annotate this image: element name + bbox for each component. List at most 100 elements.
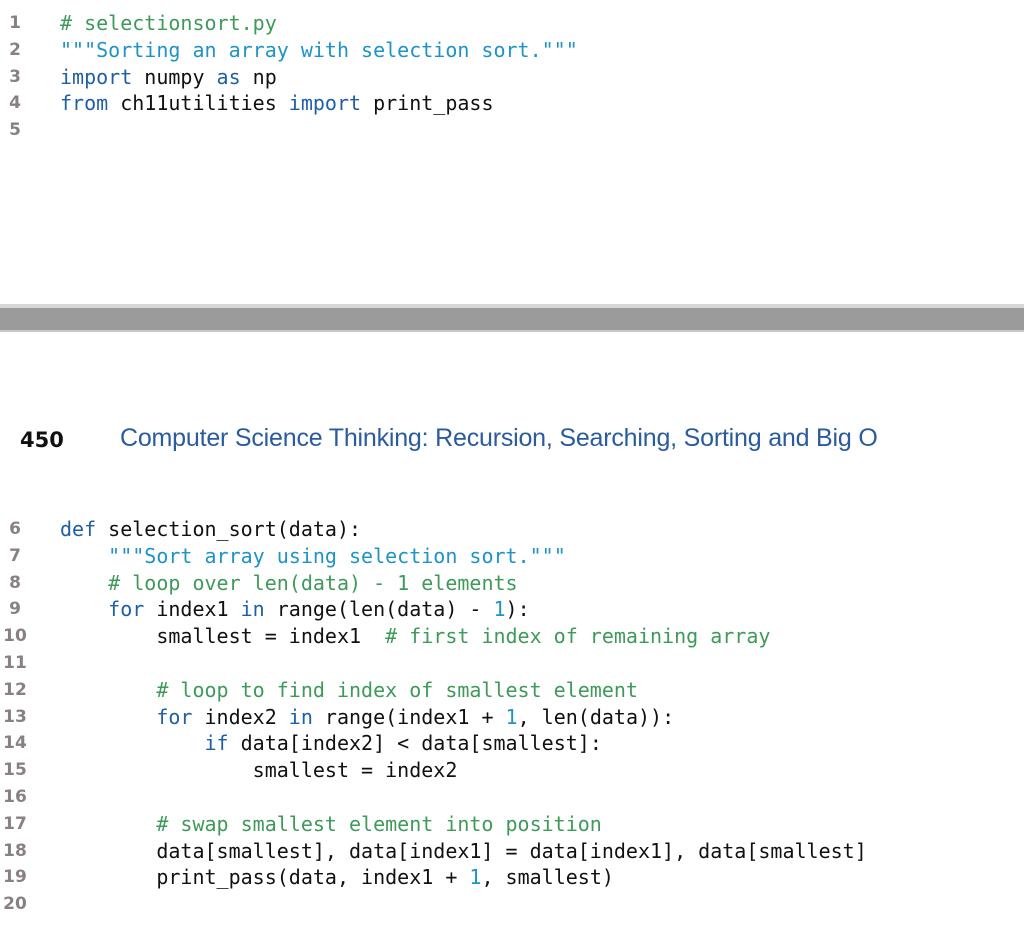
code-line: 18 data[smallest], data[index1] = data[i… <box>0 838 1024 864</box>
line-number: 20 <box>3 894 27 915</box>
line-number: 2 <box>9 39 21 60</box>
code-token: # swap smallest element into position <box>156 811 602 836</box>
code-line: 17 # swap smallest element into position <box>0 811 1024 837</box>
code-token: as <box>216 64 241 89</box>
line-number: 11 <box>3 653 27 673</box>
code-token: index1 <box>144 597 241 622</box>
code-line: 13 for index2 in range(index1 + 1, len(d… <box>0 704 1024 730</box>
code-line: 6 def selection_sort(data): <box>0 516 1024 542</box>
code-token: if <box>204 731 229 756</box>
code-text: if data[index2] < data[smallest]: <box>60 730 602 756</box>
code-line: 16 <box>0 784 1024 810</box>
code-token <box>60 812 156 836</box>
code-line: 20 <box>0 891 1024 917</box>
code-token: ): <box>505 597 530 622</box>
code-token: 1 <box>493 597 506 622</box>
line-number: 3 <box>9 66 21 87</box>
code-token: range(len(data) - <box>264 597 494 622</box>
code-token: , smallest) <box>481 865 614 890</box>
code-line: 9 for index1 in range(len(data) - 1): <box>0 596 1024 622</box>
code-text: """Sort array using selection sort.""" <box>60 543 566 569</box>
page-divider <box>0 304 1024 332</box>
code-token: range(index1 + <box>312 704 506 729</box>
code-token: """Sorting an array with selection sort.… <box>60 37 578 62</box>
code-token: import <box>60 64 133 89</box>
code-text: for index1 in range(len(data) - 1): <box>60 596 530 622</box>
code-token: smallest = index2 <box>60 758 458 783</box>
line-number: 8 <box>9 572 21 593</box>
code-token <box>60 544 108 568</box>
code-text: print_pass(data, index1 + 1, smallest) <box>60 864 614 890</box>
line-number: 9 <box>9 599 21 620</box>
code-line: 11 <box>0 650 1024 676</box>
page-number: 450 <box>20 428 64 452</box>
code-token: data[index2] < data[smallest]: <box>228 731 602 756</box>
code-text: data[smallest], data[index1] = data[inde… <box>60 838 867 864</box>
code-token: print_pass(data, index1 + <box>60 865 470 890</box>
code-text: smallest = index1 # first index of remai… <box>60 623 770 649</box>
line-number: 5 <box>9 120 21 141</box>
code-token: # loop to find index of smallest element <box>156 677 638 702</box>
code-token <box>60 571 108 595</box>
code-token: , len(data)): <box>517 704 675 729</box>
code-token: data[smallest], data[index1] = data[inde… <box>60 838 867 863</box>
line-number: 17 <box>3 813 27 834</box>
code-token: """Sort array using selection sort.""" <box>108 543 566 568</box>
code-token: in <box>240 597 265 622</box>
code-token: for <box>156 704 193 729</box>
code-line: 12 # loop to find index of smallest elem… <box>0 677 1024 703</box>
code-token <box>60 731 205 755</box>
line-number: 6 <box>9 519 21 539</box>
code-line: 10 smallest = index1 # first index of re… <box>0 623 1024 649</box>
line-number: 19 <box>3 867 27 888</box>
code-token <box>60 678 156 702</box>
code-token: def <box>60 517 97 541</box>
code-token: from <box>60 91 109 116</box>
code-text: smallest = index2 <box>60 757 458 783</box>
line-number: 7 <box>9 545 21 566</box>
line-number: 1 <box>9 13 21 33</box>
line-number: 10 <box>3 626 27 647</box>
line-number: 16 <box>3 787 27 807</box>
code-text: def selection_sort(data): <box>60 516 361 542</box>
code-token: np <box>240 64 277 89</box>
code-token: print_pass <box>361 91 494 116</box>
code-text: # selectionsort.py <box>60 10 277 36</box>
code-token: selection_sort(data): <box>96 517 362 541</box>
code-text: # loop over len(data) - 1 elements <box>60 570 518 596</box>
page-header: 450 Computer Science Thinking: Recursion… <box>0 420 1024 464</box>
code-line: 2 """Sorting an array with selection sort… <box>0 37 1024 63</box>
chapter-title: Computer Science Thinking: Recursion, Se… <box>120 424 878 452</box>
code-text: # swap smallest element into position <box>60 811 602 837</box>
code-token: 1 <box>505 704 518 729</box>
code-token: 1 <box>469 865 482 890</box>
code-token: import <box>288 91 362 116</box>
code-token: index2 <box>192 704 289 729</box>
code-text: from ch11utilities import print_pass <box>60 90 494 116</box>
code-text: for index2 in range(index1 + 1, len(data… <box>60 704 674 730</box>
code-token: ch11utilities <box>108 91 289 116</box>
code-line: 3 import numpy as np <box>0 64 1024 90</box>
code-token: # first index of remaining array <box>385 624 771 649</box>
code-token: numpy <box>132 64 217 89</box>
code-token: # selectionsort.py <box>60 11 277 35</box>
code-token: in <box>288 704 313 729</box>
code-text: import numpy as np <box>60 64 277 90</box>
code-line: 14 if data[index2] < data[smallest]: <box>0 730 1024 756</box>
code-line: 5 <box>0 117 1024 143</box>
code-line: 7 """Sort array using selection sort.""" <box>0 543 1024 569</box>
line-number: 12 <box>3 679 27 700</box>
line-number: 13 <box>3 706 27 727</box>
code-token <box>60 597 108 621</box>
line-number: 18 <box>3 840 27 861</box>
code-text: # loop to find index of smallest element <box>60 677 638 703</box>
code-line: 1 # selectionsort.py <box>0 10 1024 36</box>
code-text: """Sorting an array with selection sort.… <box>60 37 578 63</box>
code-line: 4 from ch11utilities import print_pass <box>0 90 1024 116</box>
line-number: 4 <box>9 93 21 114</box>
code-token: # loop over len(data) - 1 elements <box>108 570 518 595</box>
code-line: 8 # loop over len(data) - 1 elements <box>0 570 1024 596</box>
code-line: 15 smallest = index2 <box>0 757 1024 783</box>
code-line: 19 print_pass(data, index1 + 1, smallest… <box>0 864 1024 890</box>
code-token: smallest = index1 <box>60 624 386 649</box>
